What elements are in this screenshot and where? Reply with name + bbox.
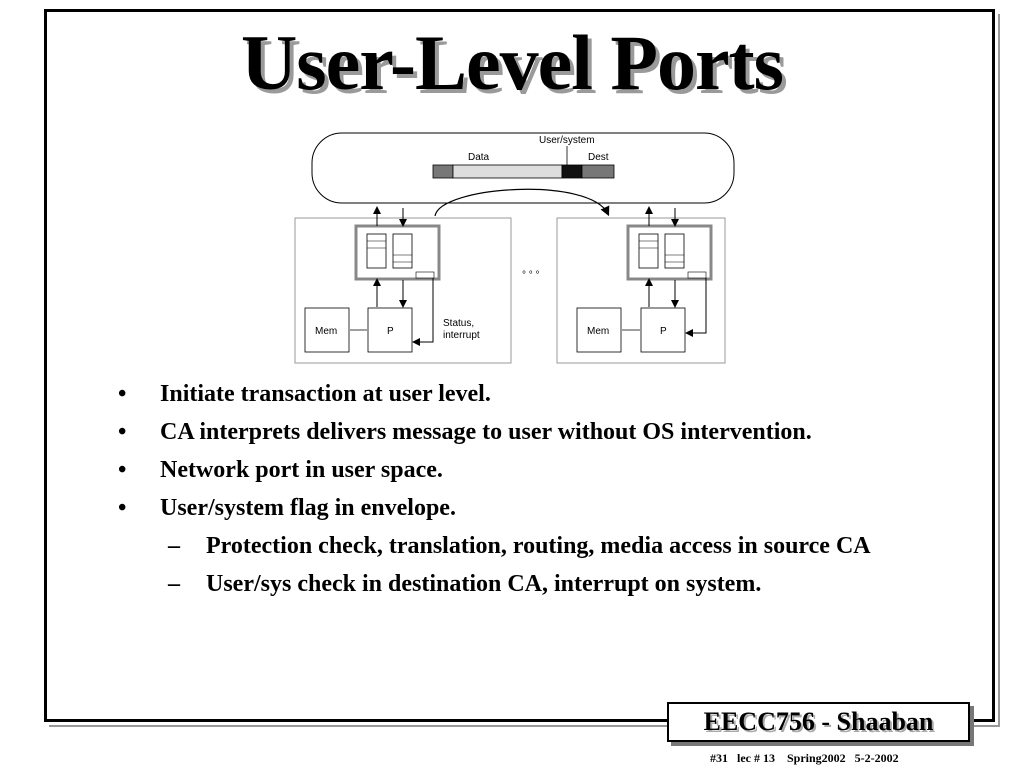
sub-bullet-marker: –: [168, 571, 180, 597]
ellipsis: ° ° °: [522, 270, 540, 281]
bullet-item: • Network port in user space.: [118, 456, 928, 484]
slide-title: User-Level Ports: [240, 19, 784, 106]
bullet-text: Network port in user space.: [160, 457, 443, 483]
bullet-marker: •: [118, 457, 127, 483]
bullet-item: • User/system flag in envelope.: [118, 494, 928, 522]
label-data: Data: [468, 152, 490, 163]
bullet-list: • Initiate transaction at user level. • CA…: [118, 380, 928, 608]
sub-bullet-text: User/sys check in destination CA, interr…: [206, 571, 762, 597]
bullet-marker: •: [118, 495, 127, 521]
label-dest: Dest: [588, 152, 609, 163]
label-p-right: P: [660, 326, 667, 337]
mem-left: [304, 307, 350, 353]
label-status: Status,: [443, 318, 474, 329]
sub-bullet-marker: –: [168, 533, 180, 559]
bullet-marker: •: [118, 381, 127, 407]
bullet-item: • CA interprets delivers message to user …: [118, 418, 928, 446]
label-mem-left: Mem: [315, 326, 337, 337]
course-badge: EECC756 - Shaaban: [667, 702, 970, 742]
processor-right: [640, 307, 686, 353]
network-diagram: User/system Data Dest Mem P Status, inte…: [290, 128, 740, 368]
sub-bullet-item: –Protection check, translation, routing,…: [118, 532, 928, 560]
sub-bullet-text: Protection check, translation, routing, …: [206, 533, 871, 559]
slide-frame: [44, 9, 995, 722]
slide-frame-shadow: [49, 14, 1000, 727]
message-data-segment: [452, 164, 563, 179]
label-interrupt: interrupt: [443, 330, 480, 341]
bullet-text: Initiate transaction at user level.: [160, 381, 491, 407]
label-mem-right: Mem: [587, 326, 609, 337]
label-p-left: P: [387, 326, 394, 337]
bullet-marker: •: [118, 419, 127, 445]
processor-left: [367, 307, 413, 353]
sub-bullet-item: –User/sys check in destination CA, inter…: [118, 570, 928, 598]
bullet-text: User/system flag in envelope.: [160, 495, 456, 521]
slide-footer: #31 lec # 13 Spring2002 5-2-2002: [710, 751, 899, 765]
bullet-item: • Initiate transaction at user level.: [118, 380, 928, 408]
label-user-system: User/system: [539, 135, 595, 146]
message-dest-segment: [581, 164, 615, 179]
bullet-text: CA interprets delivers message to user w…: [160, 419, 812, 445]
mem-right: [576, 307, 622, 353]
message-flag-segment: [561, 164, 583, 179]
